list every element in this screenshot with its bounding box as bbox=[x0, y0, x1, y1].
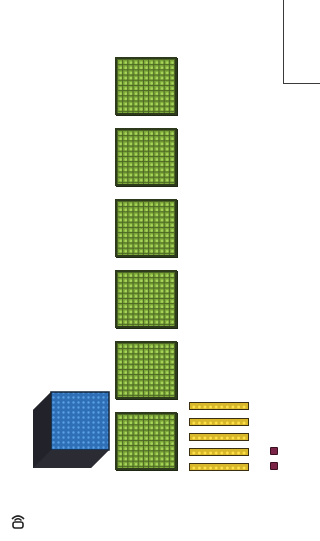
hundreds-flat[interactable] bbox=[115, 412, 177, 470]
hundreds-flat[interactable] bbox=[115, 270, 177, 328]
tens-rod[interactable] bbox=[189, 448, 249, 456]
speaker-icon[interactable] bbox=[9, 512, 27, 530]
thousands-cube bbox=[31, 390, 111, 470]
hundreds-flat[interactable] bbox=[115, 128, 177, 186]
tens-rod[interactable] bbox=[189, 402, 249, 410]
tens-rod[interactable] bbox=[189, 433, 249, 441]
hundreds-flat[interactable] bbox=[115, 341, 177, 399]
ones-unit[interactable] bbox=[270, 462, 278, 470]
tens-rod[interactable] bbox=[189, 463, 249, 471]
hundreds-flat[interactable] bbox=[115, 199, 177, 257]
hundreds-flat[interactable] bbox=[115, 57, 177, 115]
tens-rod[interactable] bbox=[189, 418, 249, 426]
answer-box[interactable] bbox=[283, 0, 320, 84]
ones-unit[interactable] bbox=[270, 447, 278, 455]
